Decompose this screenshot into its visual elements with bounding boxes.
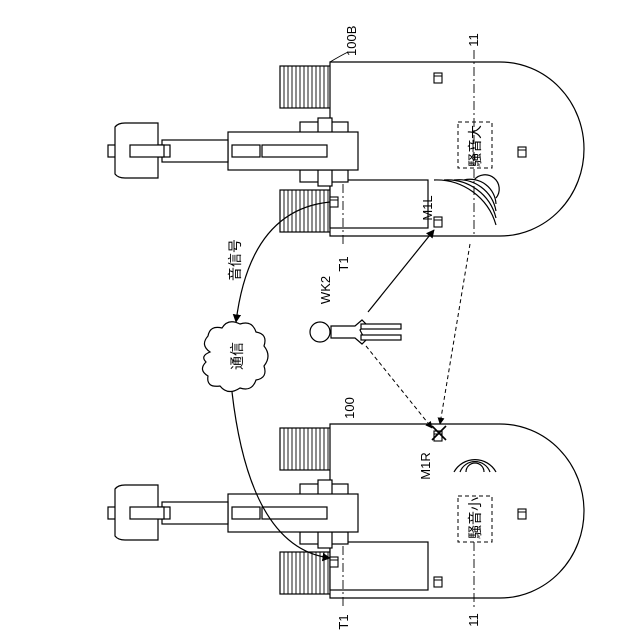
label-t1-bottom: T1	[336, 614, 351, 629]
mic-m1l-icon	[434, 217, 442, 227]
cab	[330, 180, 428, 228]
mic-icon	[434, 73, 442, 83]
label-noise-loud: 騒音大	[467, 125, 483, 167]
label-machine-100: 100	[342, 397, 357, 419]
label-worker: WK2	[318, 276, 333, 304]
track-upper	[280, 428, 332, 470]
mic-icon	[434, 577, 442, 587]
boom-arm	[108, 480, 358, 548]
label-machine-100b: 100B	[344, 26, 359, 56]
mic-icon	[518, 509, 526, 519]
track-upper	[280, 66, 332, 108]
label-m1r: M1R	[418, 452, 433, 479]
terminal-t1-icon	[330, 557, 338, 567]
mic-icon	[518, 147, 526, 157]
label-communication: 通信	[229, 342, 245, 370]
label-sound-signal: 音信号	[227, 239, 243, 281]
label-noise-quiet: 騒音小	[467, 497, 483, 539]
track-lower	[280, 552, 332, 594]
label-ref-11-top: 11	[466, 33, 481, 47]
boom-arm	[108, 118, 358, 186]
cab	[330, 542, 428, 590]
label-t1-top: T1	[336, 256, 351, 271]
worker-wk2	[310, 320, 401, 344]
machine-100	[108, 424, 584, 610]
label-m1l: M1L	[420, 195, 435, 220]
label-ref-11-bottom: 11	[466, 613, 481, 627]
machine-100b	[108, 50, 584, 245]
terminal-t1-icon	[330, 197, 338, 207]
track-lower	[280, 190, 332, 232]
